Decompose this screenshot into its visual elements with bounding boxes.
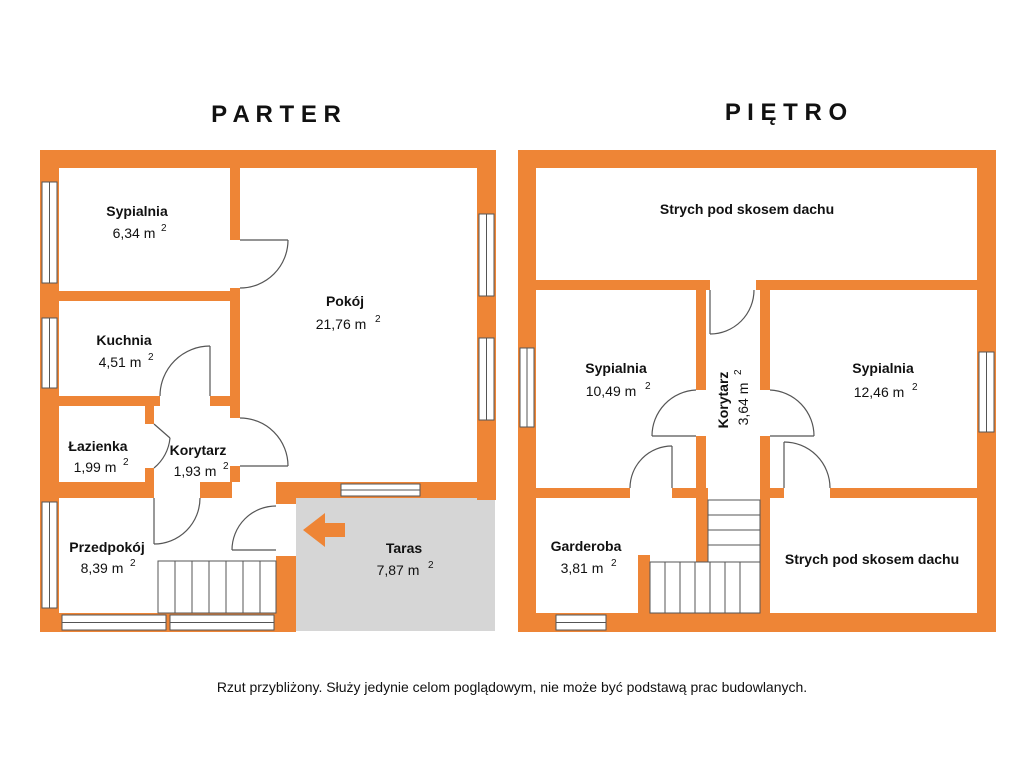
room-name-taras: Taras	[386, 540, 423, 556]
upper-door-gaps	[630, 280, 830, 498]
room-name-korytarz-upper: Korytarz	[715, 372, 731, 429]
room-unit-taras: 2	[428, 560, 434, 571]
room-name-korytarz: Korytarz	[170, 442, 227, 458]
ground-windows	[41, 181, 495, 631]
room-area-sypialnia-left: 10,49 m	[586, 383, 637, 399]
room-name-sypialnia: Sypialnia	[106, 203, 168, 219]
room-unit-sypialnia: 2	[161, 223, 167, 234]
ground-stairs	[157, 560, 277, 614]
room-name-sypialnia-right: Sypialnia	[852, 360, 914, 376]
upper-windows	[519, 347, 995, 631]
ground-floor: P A R T E R	[40, 101, 496, 632]
upper-room-labels: Strych pod skosem dachu Sypialnia 10,49 …	[551, 201, 960, 576]
terrace-area	[296, 498, 495, 631]
room-unit-korytarz-upper: 2	[733, 369, 744, 375]
ground-door-gaps	[145, 240, 296, 556]
arrow-left-icon	[303, 513, 345, 547]
room-area-taras: 7,87 m	[377, 562, 420, 578]
room-unit-sypialnia-right: 2	[912, 382, 918, 393]
room-unit-korytarz: 2	[223, 461, 229, 472]
room-unit-pokoj: 2	[375, 314, 381, 325]
room-unit-przedpokoj: 2	[130, 558, 136, 569]
upper-walls	[518, 150, 996, 632]
room-name-lazienka: Łazienka	[68, 438, 127, 454]
room-name-garderoba: Garderoba	[551, 538, 622, 554]
room-area-pokoj: 21,76 m	[316, 316, 367, 332]
room-name-strych-top: Strych pod skosem dachu	[660, 201, 834, 217]
room-unit-lazienka: 2	[123, 457, 129, 468]
room-area-korytarz: 1,93 m	[174, 463, 217, 479]
room-name-pokoj: Pokój	[326, 293, 364, 309]
disclaimer-footnote: Rzut przybliżony. Służy jedynie celom po…	[216, 679, 808, 695]
upper-floor-title: P I Ę T R O	[725, 99, 847, 126]
upper-floor: P I Ę T R O	[518, 99, 996, 632]
korytarz-rotated-label: Korytarz 3,64 m 2	[715, 369, 751, 428]
room-unit-kuchnia: 2	[148, 352, 154, 363]
room-unit-sypialnia-left: 2	[645, 381, 651, 392]
room-name-sypialnia-left: Sypialnia	[585, 360, 647, 376]
room-unit-garderoba: 2	[611, 558, 617, 569]
room-area-kuchnia: 4,51 m	[99, 354, 142, 370]
upper-door-swings	[629, 289, 831, 489]
room-name-strych-bottom: Strych pod skosem dachu	[785, 551, 959, 567]
upper-stairs	[649, 499, 761, 614]
room-area-lazienka: 1,99 m	[74, 459, 117, 475]
room-name-kuchnia: Kuchnia	[96, 332, 151, 348]
room-area-sypialnia-right: 12,46 m	[854, 384, 905, 400]
ground-floor-title: P A R T E R	[211, 101, 341, 128]
ground-door-swings	[153, 239, 289, 551]
room-name-przedpokoj: Przedpokój	[69, 539, 144, 555]
room-area-sypialnia: 6,34 m	[113, 225, 156, 241]
room-area-korytarz-upper: 3,64 m	[735, 383, 751, 426]
ground-room-labels: Sypialnia 6,34 m 2 Pokój 21,76 m 2 Kuchn…	[68, 203, 434, 578]
room-area-garderoba: 3,81 m	[561, 560, 604, 576]
room-area-przedpokoj: 8,39 m	[81, 560, 124, 576]
